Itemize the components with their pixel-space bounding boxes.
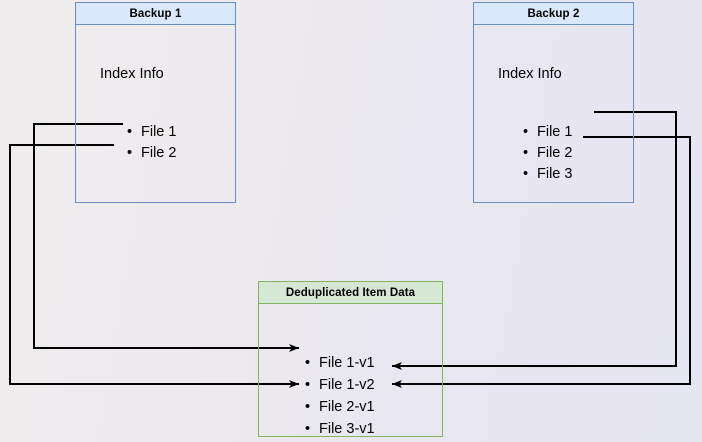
list-item: File 1-v1	[304, 352, 375, 374]
list-item: File 1	[126, 122, 176, 143]
list-item: File 1-v2	[304, 374, 375, 396]
list-item: File 3	[522, 164, 572, 185]
node-backup-1-header: Backup 1	[76, 3, 235, 25]
node-backup-1-file-list: File 1 File 2	[126, 122, 176, 164]
list-item: File 2	[522, 143, 572, 164]
list-item: File 2-v1	[304, 396, 375, 418]
node-backup-2[interactable]: Backup 2 Index Info File 1 File 2 File 3	[473, 2, 634, 203]
node-deduplicated-file-list: File 1-v1 File 1-v2 File 2-v1 File 3-v1	[304, 352, 375, 440]
node-backup-2-file-list: File 1 File 2 File 3	[522, 122, 572, 185]
node-deduplicated-item-data[interactable]: Deduplicated Item Data File 1-v1 File 1-…	[258, 281, 443, 440]
node-backup-2-header: Backup 2	[474, 3, 633, 25]
node-deduplicated-item-data-header: Deduplicated Item Data	[259, 282, 442, 304]
list-item: File 1	[522, 122, 572, 143]
list-item: File 3-v1	[304, 418, 375, 440]
node-backup-2-index-label: Index Info	[498, 66, 562, 82]
list-item: File 2	[126, 143, 176, 164]
node-backup-1-index-label: Index Info	[100, 66, 164, 82]
node-backup-1[interactable]: Backup 1 Index Info File 1 File 2	[75, 2, 236, 203]
